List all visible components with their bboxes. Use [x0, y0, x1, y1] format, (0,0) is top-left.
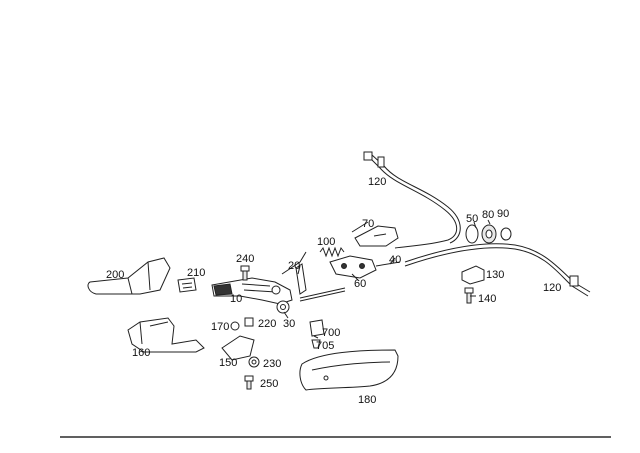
part-label-60: 60: [354, 278, 366, 290]
nut-230: [248, 356, 260, 368]
tension-spring: [319, 246, 345, 258]
part-label-705: 705: [316, 340, 334, 352]
rear-cable-upper: [363, 151, 461, 249]
guide-pulley: [465, 224, 512, 244]
rear-cable-lower: [404, 243, 591, 297]
release-button: [177, 277, 197, 293]
front-cable: [281, 251, 346, 302]
part-label-70: 70: [362, 218, 374, 230]
nut-170: [230, 321, 240, 331]
part-label-140: 140: [478, 293, 496, 305]
part-label-170: 170: [211, 321, 229, 333]
part-label-10: 10: [230, 293, 242, 305]
part-label-220: 220: [258, 318, 276, 330]
part-label-120-upper: 120: [368, 176, 386, 188]
part-label-700: 700: [322, 327, 340, 339]
mounting-bracket: [127, 317, 205, 353]
part-label-210: 210: [187, 267, 205, 279]
part-label-40: 40: [389, 254, 401, 266]
equalizer-bracket: [351, 221, 399, 247]
screw-250: [244, 375, 254, 390]
cable-clip: [461, 265, 485, 285]
part-label-90: 90: [497, 208, 509, 220]
part-label-100: 100: [317, 236, 335, 248]
part-label-200: 200: [106, 269, 124, 281]
bolt-140: [464, 287, 474, 304]
lever-cover: [299, 349, 399, 391]
handbrake-lever: [211, 277, 293, 305]
part-label-20: 20: [288, 260, 300, 272]
part-label-30: 30: [283, 318, 295, 330]
part-label-120-lower: 120: [543, 282, 561, 294]
part-label-150: 150: [219, 357, 237, 369]
part-label-230: 230: [263, 358, 281, 370]
bracket-150: [221, 335, 255, 361]
part-label-80: 80: [482, 209, 494, 221]
fitting-705: [311, 339, 321, 349]
clip-220: [244, 317, 254, 327]
leader-lines: [283, 219, 491, 339]
part-label-50: 50: [466, 213, 478, 225]
fitting-700: [309, 319, 325, 337]
part-label-180: 180: [358, 394, 376, 406]
part-label-130: 130: [486, 269, 504, 281]
lever-bushing: [276, 300, 290, 314]
part-label-240: 240: [236, 253, 254, 265]
part-label-160: 160: [132, 347, 150, 359]
adjuster-assembly: [329, 255, 401, 279]
screw-240: [240, 265, 250, 281]
part-label-250: 250: [260, 378, 278, 390]
handle-grip: [87, 257, 171, 295]
